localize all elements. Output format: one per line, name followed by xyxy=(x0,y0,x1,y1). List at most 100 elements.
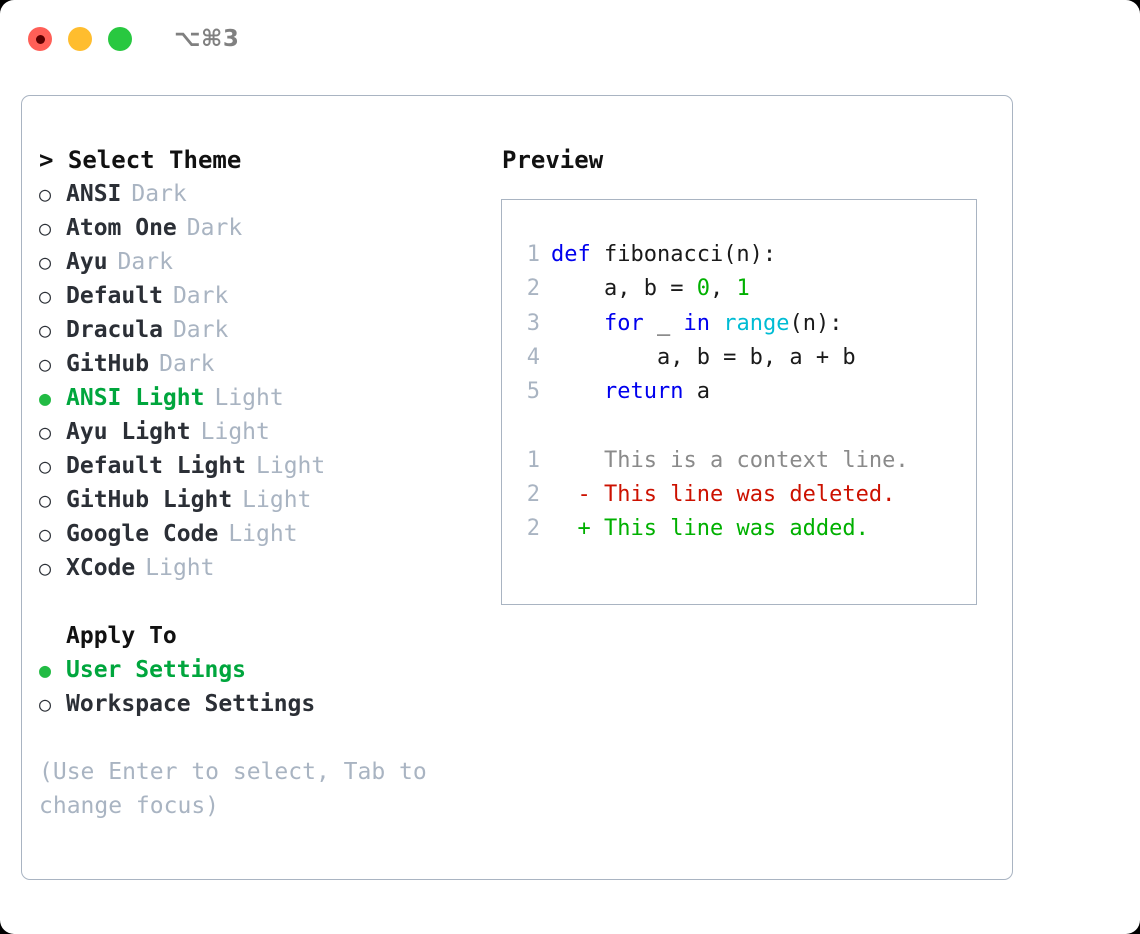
code-token: fibonacci(n): xyxy=(603,242,777,267)
theme-kind-label: Dark xyxy=(131,181,187,207)
diff-sign: - xyxy=(551,482,591,508)
radio-unselected-icon: ○ xyxy=(39,318,52,342)
close-button[interactable] xyxy=(28,27,52,51)
apply-to-label: User Settings xyxy=(66,657,247,683)
theme-list-item[interactable]: ○ XCode Light xyxy=(39,551,494,585)
code-token: a xyxy=(683,379,710,405)
apply-to-item[interactable]: ●User Settings xyxy=(39,653,494,687)
code-line: 2 a, b = 0, 1 xyxy=(512,272,976,306)
apply-to-item[interactable]: ○Workspace Settings xyxy=(39,687,494,721)
theme-kind-label: Light xyxy=(145,555,215,581)
radio-unselected-icon: ○ xyxy=(39,522,52,546)
apply-to-label: Workspace Settings xyxy=(66,691,316,717)
diff-line-number: 2 xyxy=(526,482,540,508)
radio-unselected-icon: ○ xyxy=(39,352,52,376)
line-number: 1 xyxy=(526,242,540,267)
code-line: 5 return a xyxy=(512,375,976,409)
theme-list-item[interactable]: ○ Google Code Light xyxy=(39,517,494,551)
code-line: 1 def fibonacci(n): xyxy=(512,238,976,272)
radio-unselected-icon: ○ xyxy=(39,216,52,240)
maximize-button[interactable] xyxy=(108,27,132,51)
apply-to-list: ●User Settings○Workspace Settings xyxy=(39,653,494,721)
diff-line: 2 - This line was deleted. xyxy=(512,478,976,512)
theme-name-label: Dracula xyxy=(66,317,163,343)
code-token: in xyxy=(683,310,710,336)
radio-unselected-icon: ○ xyxy=(39,454,52,478)
list-spacer xyxy=(39,585,494,619)
diff-line-number: 1 xyxy=(526,447,540,473)
code-token xyxy=(710,311,723,336)
theme-name-label: ANSI Light xyxy=(66,385,205,411)
theme-name-label: Default xyxy=(66,283,163,309)
close-icon xyxy=(35,34,45,44)
radio-unselected-icon: ○ xyxy=(39,250,52,274)
theme-kind-label: Light xyxy=(200,419,270,445)
code-token: 0 xyxy=(696,276,710,302)
diff-line: 1 This is a context line. xyxy=(512,444,976,478)
theme-kind-label: Light xyxy=(228,521,298,547)
window-controls xyxy=(28,27,132,51)
theme-list-item[interactable]: ○ Ayu Light Light xyxy=(39,415,494,449)
theme-list-item[interactable]: ○ GitHub Dark xyxy=(39,347,494,381)
code-token: _ xyxy=(643,310,684,336)
diff-text: This line was deleted. xyxy=(590,482,896,508)
radio-unselected-icon: ○ xyxy=(39,420,52,444)
theme-kind-label: Light xyxy=(214,385,284,411)
diff-sample: 1 This is a context line.2 - This line w… xyxy=(512,444,976,547)
theme-name-label: Google Code xyxy=(66,521,219,547)
code-token: a, b = b, a + b xyxy=(551,344,856,370)
code-token: range xyxy=(723,310,790,336)
theme-kind-label: Dark xyxy=(186,215,243,241)
theme-list-item[interactable]: ○ Default Light Light xyxy=(39,449,494,483)
code-token: def xyxy=(551,242,604,267)
diff-line: 2 + This line was added. xyxy=(512,512,976,546)
preview-title: Preview xyxy=(502,146,604,174)
keyboard-hint-text: (Use Enter to select, Tab to change focu… xyxy=(39,759,441,819)
code-line: 4 a, b = b, a + b xyxy=(512,341,976,375)
theme-kind-label: Light xyxy=(256,453,326,479)
theme-name-label: ANSI xyxy=(66,181,122,207)
theme-name-label: Atom One xyxy=(66,215,177,241)
line-number: 2 xyxy=(526,276,540,302)
theme-name-label: Ayu xyxy=(66,249,108,275)
radio-unselected-icon: ○ xyxy=(39,556,52,580)
theme-list-item[interactable]: ○ Atom One Dark xyxy=(39,211,494,245)
theme-kind-label: Dark xyxy=(172,283,229,309)
code-line: 3 for _ in range(n): xyxy=(512,307,976,341)
line-number: 4 xyxy=(526,344,540,370)
line-number: 5 xyxy=(526,379,540,405)
code-diff-gap xyxy=(512,409,976,443)
code-token xyxy=(551,379,604,404)
theme-kind-label: Dark xyxy=(117,249,173,275)
theme-name-label: Ayu Light xyxy=(66,419,191,445)
minimize-button[interactable] xyxy=(68,27,92,51)
keyboard-shortcut-label: ⌥⌘3 xyxy=(174,26,240,52)
code-token: , xyxy=(709,276,737,302)
theme-kind-label: Light xyxy=(242,487,312,513)
code-token: return xyxy=(603,379,684,405)
theme-name-label: XCode xyxy=(66,555,136,581)
title-bar: ⌥⌘3 xyxy=(0,0,1140,78)
radio-unselected-icon: ○ xyxy=(39,488,52,512)
theme-name-label: GitHub xyxy=(66,351,150,377)
line-number: 3 xyxy=(526,310,540,336)
code-token: (n): xyxy=(789,310,843,336)
diff-sign xyxy=(551,448,591,473)
theme-name-label: Default Light xyxy=(66,453,247,479)
code-token: for xyxy=(603,310,644,336)
theme-list-item[interactable]: ○ Ayu Dark xyxy=(39,245,494,279)
diff-text: This is a context line. xyxy=(590,447,909,473)
theme-kind-label: Dark xyxy=(159,351,215,377)
apply-to-header: Apply To xyxy=(66,623,177,649)
code-token: a, b = xyxy=(551,276,697,302)
